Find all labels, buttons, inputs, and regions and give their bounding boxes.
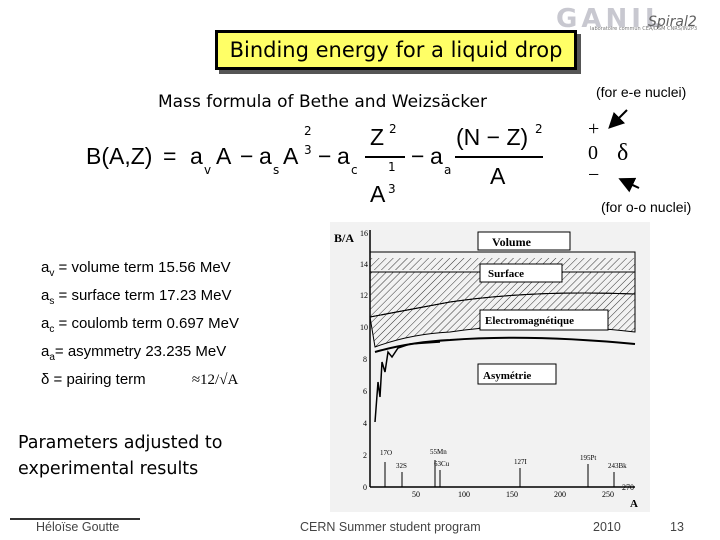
formula-Z-exp: 2 xyxy=(389,122,397,136)
param-surface: as = surface term 17.23 MeV xyxy=(41,287,232,307)
formula-minus3: − xyxy=(411,143,425,169)
surface-label: Surface xyxy=(488,268,524,280)
volume-label: Volume xyxy=(492,235,532,249)
pairing-minus: − xyxy=(588,164,600,186)
formula-A2: A xyxy=(283,143,299,169)
svg-text:63Cu: 63Cu xyxy=(434,460,450,468)
param-pairing: δ = pairing term ≈12/√A xyxy=(41,371,239,388)
volume-label-box xyxy=(477,231,571,251)
formula-three: 3 xyxy=(388,182,396,196)
asym-label-box xyxy=(477,363,557,385)
note-oo-nuclei: (for o-o nuclei) xyxy=(601,199,692,215)
ytick-0: 0 xyxy=(363,483,367,492)
formula-exp-den: 3 xyxy=(304,143,312,157)
param-asymmetry: aa= asymmetry 23.235 MeV xyxy=(41,343,227,363)
ytick-8: 8 xyxy=(363,355,367,364)
param-volume: av = volume term 15.56 MeV xyxy=(41,259,231,279)
formula-Z: Z xyxy=(370,124,385,150)
footer-year: 2010 xyxy=(593,520,621,534)
formula-aa: a xyxy=(430,143,443,169)
arrow-oo xyxy=(618,177,640,193)
xtick-150: 150 xyxy=(506,490,518,499)
ytick-4: 4 xyxy=(363,419,367,428)
formula-fraction-bar1 xyxy=(365,156,405,158)
formula-one: 1 xyxy=(388,160,396,174)
svg-text:127I: 127I xyxy=(514,458,528,466)
svg-text:195Pt: 195Pt xyxy=(580,454,596,462)
electro-label-box xyxy=(479,309,609,331)
formula-minus2: − xyxy=(318,143,332,169)
formula-as: a xyxy=(259,143,272,169)
pairing-delta: δ xyxy=(617,140,629,166)
formula-av-sub: v xyxy=(204,163,212,177)
pairing-value: ≈12/√A xyxy=(191,372,239,388)
experimental-data xyxy=(374,341,441,423)
xtick-250: 250 xyxy=(602,490,614,499)
formula-aa-sub: a xyxy=(444,163,452,177)
param-coulomb: ac = coulomb term 0.697 MeV xyxy=(41,315,240,335)
xtick-100: 100 xyxy=(458,490,470,499)
formula-exp-num: 2 xyxy=(304,124,312,138)
pairing-plus: + xyxy=(588,118,600,140)
ytick-14: 14 xyxy=(360,260,368,269)
note-arrows xyxy=(608,109,640,193)
ytick-16: 16 xyxy=(360,229,368,238)
footer-page-number: 13 xyxy=(670,520,684,534)
formula-ac-sub: c xyxy=(351,163,358,177)
parameter-list: av = volume term 15.56 MeV as = surface … xyxy=(41,257,239,391)
pairing-zero: 0 xyxy=(588,142,598,164)
ytick-2: 2 xyxy=(363,451,367,460)
ytick-12: 12 xyxy=(360,291,368,300)
formula-subtitle: Mass formula of Bethe and Weizsäcker xyxy=(158,92,487,112)
formula-NZ-exp: 2 xyxy=(535,122,543,136)
formula-A3: A xyxy=(370,181,386,207)
surface-label-box xyxy=(479,263,563,283)
parameters-note: Parameters adjusted to experimental resu… xyxy=(18,433,223,479)
asym-label: Asymétrie xyxy=(483,370,531,382)
svg-text:32S: 32S xyxy=(396,462,407,470)
isotope-markers: 17O 32S 55Mn 63Cu 127I 195Pt 243Bk xyxy=(380,448,627,470)
formula-av: a xyxy=(190,143,203,169)
svg-text:243Bk: 243Bk xyxy=(608,462,627,470)
formula-eq: = xyxy=(163,143,177,169)
plot-ylabel: B/A xyxy=(334,231,354,245)
svg-text:55Mn: 55Mn xyxy=(430,448,447,456)
electro-label: Electromagnétique xyxy=(485,315,574,327)
formula-minus1: − xyxy=(240,143,254,169)
formula-ac: a xyxy=(337,143,350,169)
arrow-ee xyxy=(608,109,628,129)
formula-A4: A xyxy=(490,163,506,189)
asymmetry-curve xyxy=(374,336,636,353)
note-ee-nuclei: (for e-e nuclei) xyxy=(596,84,687,100)
xtick-50: 50 xyxy=(412,490,420,499)
formula-lhs: B(A,Z) xyxy=(86,143,153,169)
xtick-270: 270 xyxy=(622,483,634,492)
footer-author: Héloïse Goutte xyxy=(36,520,120,534)
formula-A1: A xyxy=(216,143,232,169)
ytick-10: 10 xyxy=(360,323,368,332)
svg-text:17O: 17O xyxy=(380,449,392,457)
formula-fraction-bar2 xyxy=(455,156,543,158)
ytick-6: 6 xyxy=(363,387,367,396)
logo-tagline: laboratoire commun CEA/DSM CNRS/IN2P3 xyxy=(590,26,698,32)
formula-NZ: (N − Z) xyxy=(456,124,529,150)
ganil-logo: GANIL xyxy=(556,4,666,34)
formula-as-sub: s xyxy=(273,163,280,177)
binding-energy-plot: B/A A 16 14 12 10 8 6 4 2 0 50 100 150 2… xyxy=(330,222,650,512)
plot-xlabel: A xyxy=(630,498,638,510)
footer-line xyxy=(10,518,140,520)
xtick-200: 200 xyxy=(554,490,566,499)
spiral2-logo: Spiral2 xyxy=(648,14,697,30)
footer-event: CERN Summer student program xyxy=(300,520,481,534)
slide-title: Binding energy for a liquid drop xyxy=(215,30,577,70)
slide-title-text: Binding energy for a liquid drop xyxy=(229,38,563,62)
